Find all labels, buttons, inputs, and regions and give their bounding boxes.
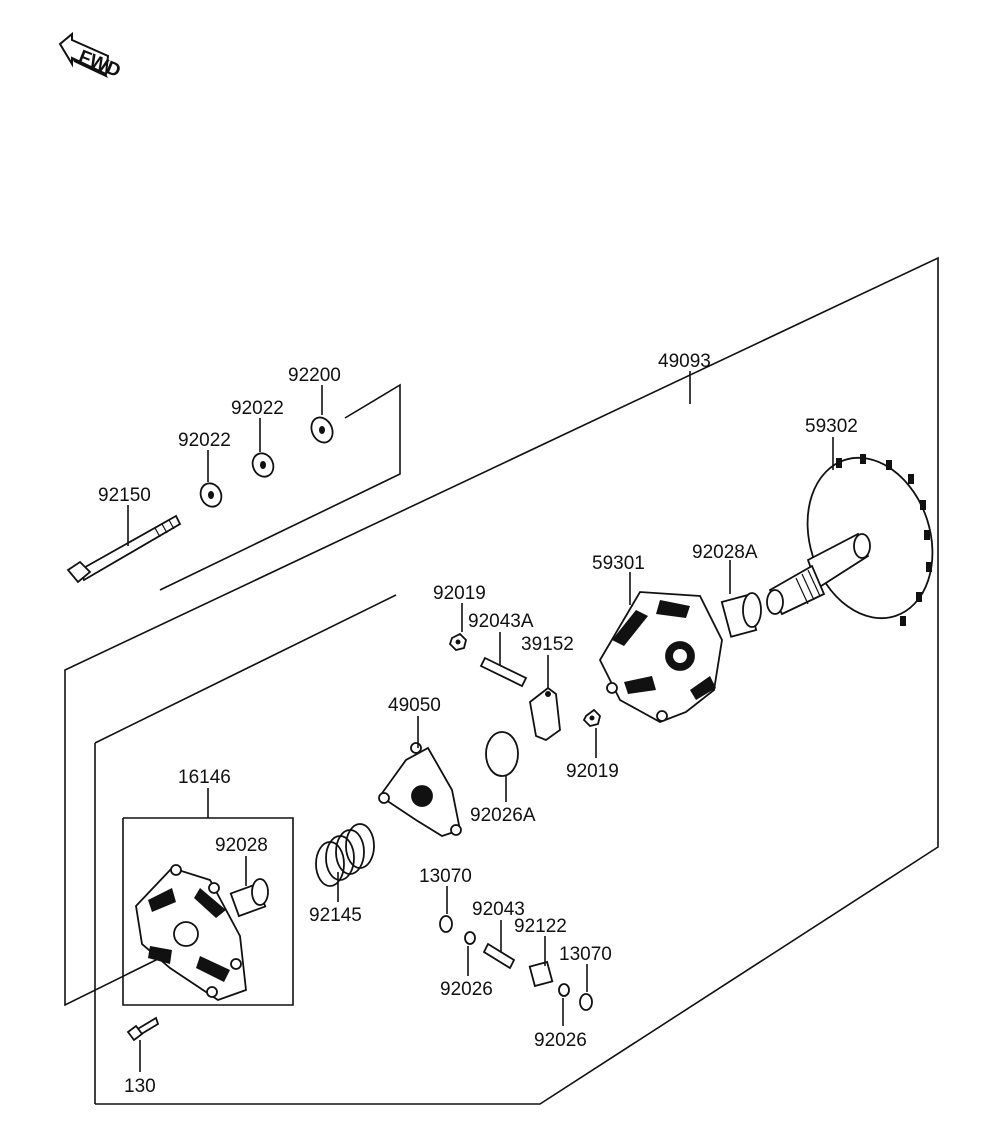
label-92122: 92122 [514,916,567,937]
label-92028A: 92028A [692,542,758,563]
bolt-92150 [66,514,182,584]
washer-92026-b [558,983,570,997]
spring-92145 [315,823,375,887]
label-92022-upper: 92022 [231,398,284,419]
bolt-group-frame [159,383,401,591]
washer-92200 [310,416,334,444]
pin-92043 [482,942,516,970]
label-92026-b: 92026 [534,1030,587,1051]
label-92043: 92043 [472,899,525,920]
label-92028: 92028 [215,835,268,856]
weight-39152 [529,686,561,742]
label-39152: 39152 [521,634,574,655]
label-59302: 59302 [805,416,858,437]
label-92026A: 92026A [470,805,536,826]
label-49050: 49050 [388,695,441,716]
fwd-arrow-icon: FWD [58,31,123,82]
pin-92043A [479,656,528,688]
movable-sheave-59301 [598,591,723,723]
cover-16146 [135,864,247,1001]
washer-92022-upper [251,452,275,478]
label-13070-a: 13070 [419,866,472,887]
washer-92022-lower [199,482,223,508]
bushing-92028A [720,592,762,638]
o-ring-92026A [485,731,519,777]
label-16146: 16146 [178,767,231,788]
label-92026-a: 92026 [440,979,493,1000]
frame-16146 [122,817,294,1006]
label-92200: 92200 [288,365,341,386]
label-49093: 49093 [658,351,711,372]
collar-92122 [528,960,554,988]
label-92019-upper: 92019 [433,583,486,604]
spider-49050 [378,742,462,837]
label-92150: 92150 [98,485,151,506]
assembly-frame-49093 [64,256,939,1105]
bushing-92028 [229,878,269,918]
roller-13070-a [439,915,453,933]
label-92043A: 92043A [468,611,534,632]
fixed-sheave-59302 [766,454,934,626]
label-92145: 92145 [309,905,362,926]
nut-92019-upper [448,632,467,651]
nut-92019-lower [582,708,601,727]
frame-inner-top [94,594,397,744]
label-92022-lower: 92022 [178,430,231,451]
label-130: 130 [124,1076,156,1097]
label-59301: 59301 [592,553,645,574]
label-13070-b: 13070 [559,944,612,965]
label-92019-lower: 92019 [566,761,619,782]
bolt-130 [126,1016,160,1042]
roller-13070-b [579,993,593,1011]
washer-92026-a [464,931,476,945]
